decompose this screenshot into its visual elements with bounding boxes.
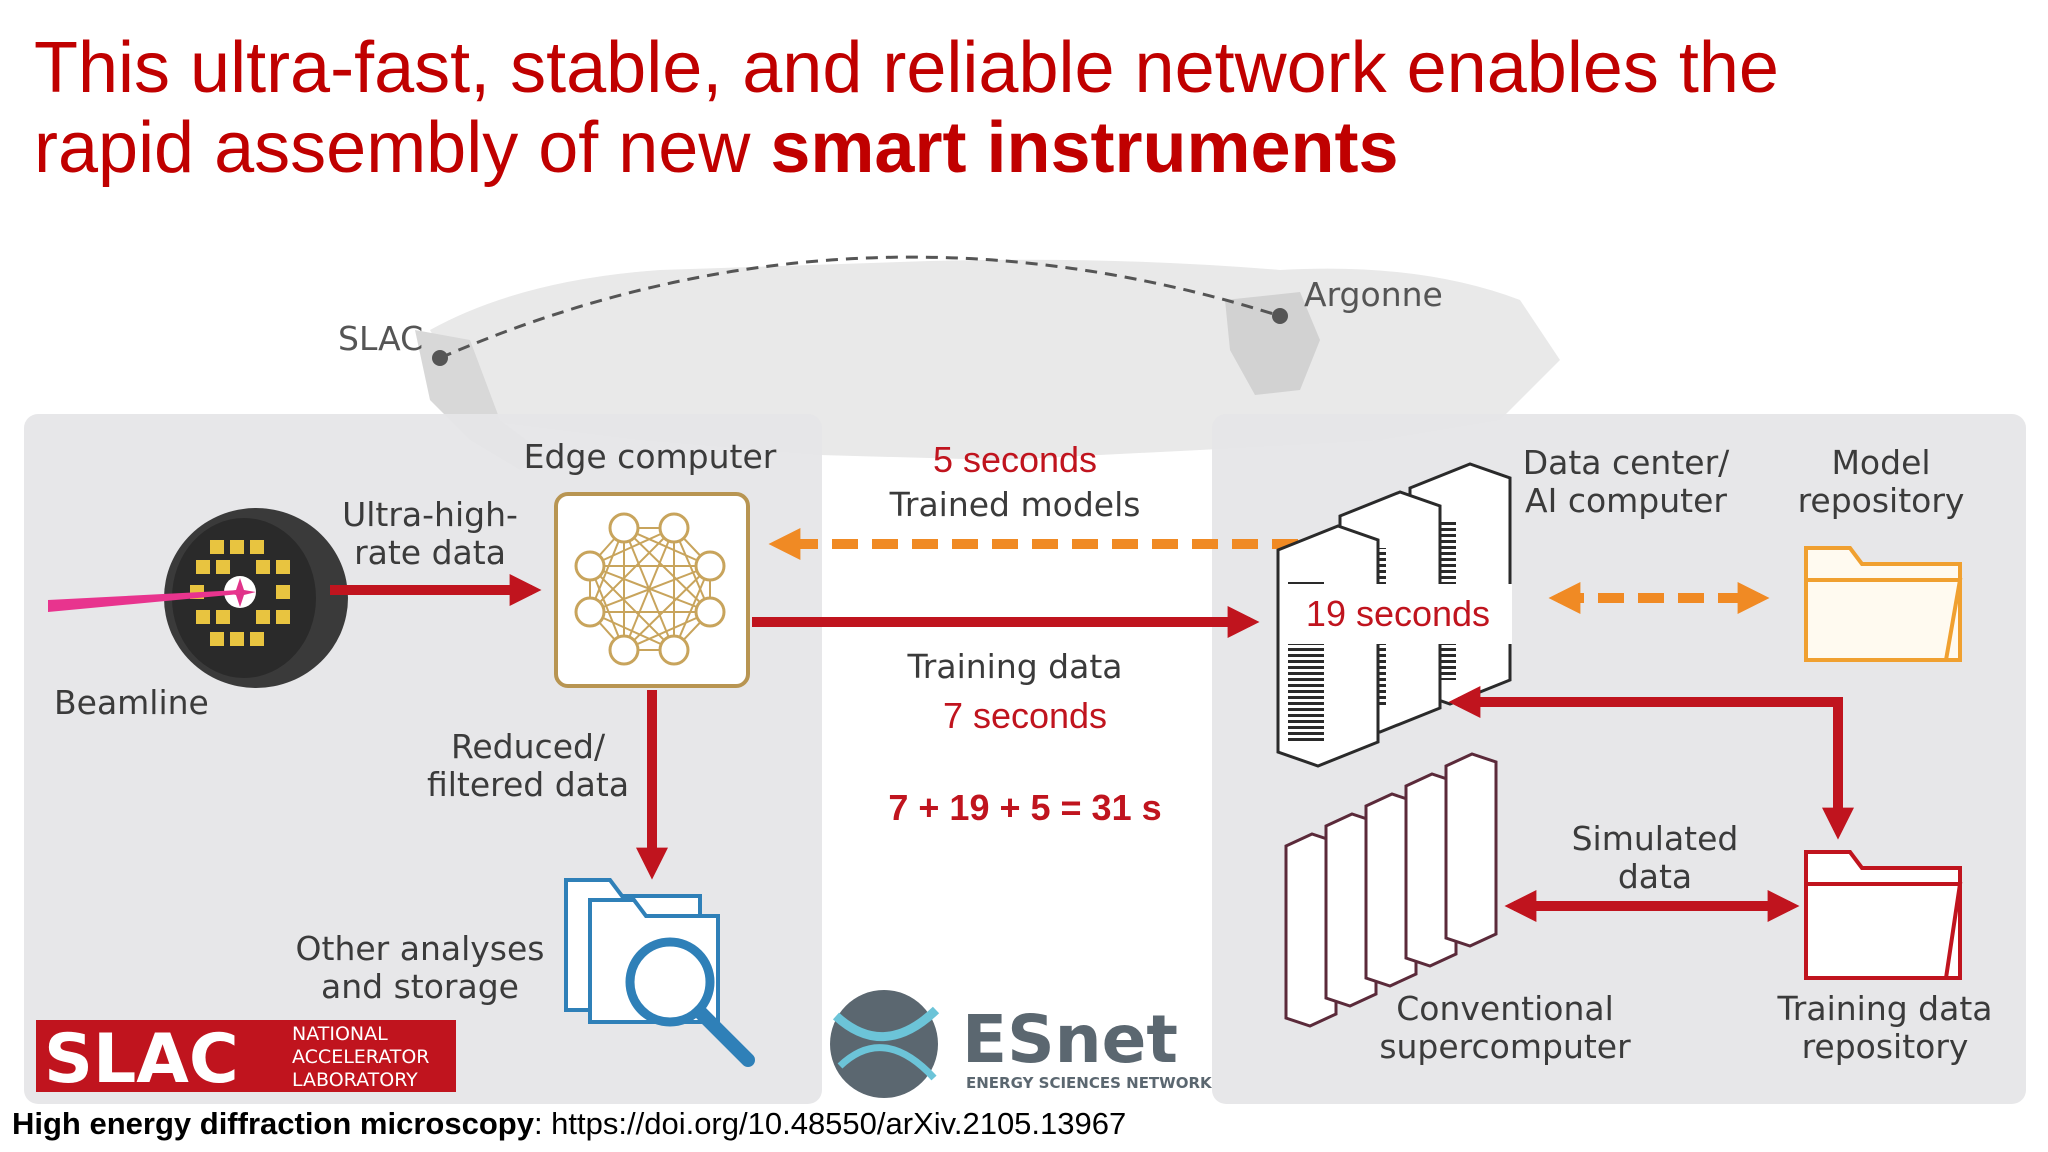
reduced-data-label: Reduced/ filtered data: [418, 728, 638, 804]
ultra-high-rate-line2: rate data: [354, 533, 506, 572]
slac-logo-word: SLAC: [44, 1020, 239, 1099]
supercomputer-line1: Conventional: [1396, 989, 1614, 1028]
datacenter-time-box: [1284, 584, 1512, 644]
ultra-high-rate-line1: Ultra-high-: [342, 495, 518, 534]
simulated-data-line1: Simulated: [1571, 819, 1739, 858]
model-repository-line1: Model: [1831, 443, 1931, 482]
training-time-label: 7 seconds: [942, 695, 1108, 736]
training-repository-label: Training data repository: [1760, 990, 2010, 1066]
model-repository-line2: repository: [1797, 481, 1965, 520]
slac-site-dot: [432, 350, 448, 366]
models-time-label: 5 seconds: [932, 439, 1098, 480]
slac-logo-line3: LABORATORY: [292, 1069, 418, 1091]
training-repository-line2: repository: [1801, 1027, 1969, 1066]
reduced-data-line2: filtered data: [426, 765, 630, 804]
title-line-2-plain: rapid assembly of new: [34, 108, 771, 188]
trained-models-label: Trained models: [889, 485, 1141, 524]
edge-computer-icon: [554, 492, 750, 688]
model-repository-label: Model repository: [1776, 444, 1986, 520]
ultra-high-rate-label: Ultra-high- rate data: [330, 496, 530, 572]
training-repository-line1: Training data: [1777, 989, 1993, 1028]
simulated-data-line2: data: [1617, 857, 1693, 896]
model-repository-folder-icon: [1804, 546, 1963, 662]
other-analyses-line1: Other analyses: [295, 929, 545, 968]
esnet-logo: ESnet ENERGY SCIENCES NETWORK: [830, 990, 1213, 1098]
training-repository-arrow: [1448, 685, 1855, 840]
supercomputer-line2: supercomputer: [1379, 1027, 1631, 1066]
slac-site-label: SLAC: [338, 319, 424, 358]
datacenter-label: Data center/ AI computer: [1506, 444, 1746, 520]
slac-logo-line1: NATIONAL: [292, 1023, 388, 1045]
training-data-label: Training data: [907, 647, 1123, 686]
argonne-site-dot: [1272, 308, 1288, 324]
footer-bold: High energy diffraction microscopy: [12, 1106, 534, 1141]
slac-logo: SLAC NATIONAL ACCELERATOR LABORATORY: [36, 1020, 456, 1099]
footer-citation: High energy diffraction microscopy: http…: [12, 1106, 1126, 1142]
title-line-1: This ultra-fast, stable, and reliable ne…: [34, 28, 1779, 108]
beam-ray: [48, 590, 240, 612]
footer-link[interactable]: : https://doi.org/10.48550/arXiv.2105.13…: [533, 1106, 1127, 1141]
other-analyses-line2: and storage: [321, 967, 519, 1006]
network-arc: [439, 255, 1281, 360]
supercomputer-label: Conventional supercomputer: [1370, 990, 1640, 1066]
simulated-data-label: Simulated data: [1560, 820, 1750, 896]
reduced-data-line1: Reduced/: [450, 727, 606, 766]
slide-title: This ultra-fast, stable, and reliable ne…: [34, 28, 2014, 188]
other-analyses-label: Other analyses and storage: [290, 930, 550, 1006]
edge-computer-label: Edge computer: [523, 437, 777, 476]
title-line-2: rapid assembly of new smart instruments: [34, 108, 2014, 188]
datacenter-line1: Data center/: [1522, 443, 1730, 482]
total-time-label: 7 + 19 + 5 = 31 s: [888, 787, 1162, 828]
title-line-2-bold: smart instruments: [770, 108, 1399, 188]
supercomputer-icon: [1284, 752, 1498, 1028]
esnet-logo-sub: ENERGY SCIENCES NETWORK: [966, 1074, 1213, 1092]
beamline-label: Beamline: [54, 683, 209, 722]
datacenter-time-label: 19 seconds: [1305, 593, 1491, 634]
illinois-shape: [1225, 292, 1320, 395]
training-repository-folder-icon: [1804, 850, 1963, 980]
detector-icon: [164, 508, 348, 688]
esnet-logo-word: ESnet: [962, 1001, 1178, 1078]
storage-folder-icon: [564, 878, 755, 1067]
slac-logo-line2: ACCELERATOR: [292, 1046, 430, 1068]
argonne-site-label: Argonne: [1304, 275, 1443, 314]
datacenter-line2: AI computer: [1525, 481, 1727, 520]
